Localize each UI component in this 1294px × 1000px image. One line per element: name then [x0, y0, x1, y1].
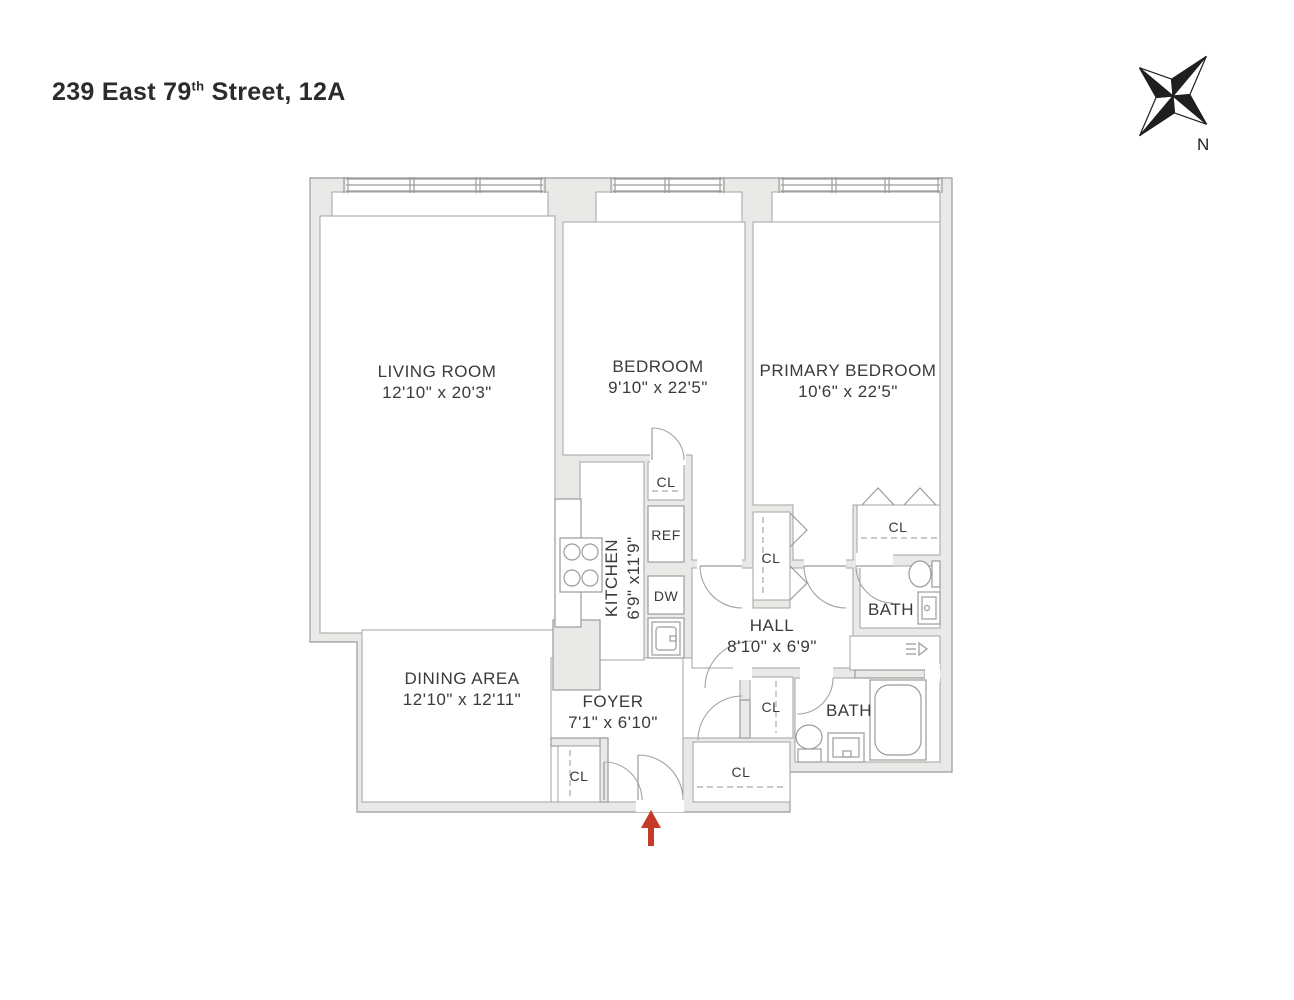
closet-entry-left [557, 745, 601, 803]
shower-head-icon [906, 641, 928, 657]
bedroom-closet-doorway [650, 449, 686, 465]
angled-doors-primary-closet [789, 512, 808, 601]
door-bath-lower [796, 677, 834, 715]
hall-dims: 8'10" x 6'9" [727, 637, 817, 656]
dining-area-floor [361, 629, 556, 803]
dining-area-dims: 12'10" x 12'11" [403, 690, 521, 709]
bath-upper-doorway [856, 553, 893, 568]
door-closet-entry-large [697, 695, 743, 741]
sink-upper-icon [917, 591, 941, 625]
dishwasher-label: DW [654, 588, 679, 604]
primary-hall-doorway [804, 556, 846, 570]
closet-primary-bifold-label: CL [889, 519, 908, 535]
living-room-floor [319, 215, 556, 634]
closet-entry-large-label: CL [732, 764, 751, 780]
living-window-bay [331, 191, 549, 217]
entry-arrow [641, 810, 661, 846]
stove-icon [559, 537, 603, 593]
hall-foyer-doorway [733, 664, 752, 680]
closet-small-hall-label: CL [762, 699, 781, 715]
primary-bedroom-dims: 10'6" x 22'5" [798, 382, 898, 401]
kitchen-sink-cell [647, 617, 685, 659]
door-primary-hall [803, 565, 847, 609]
kitchen-dims: 6'9" x11'9" [624, 536, 643, 619]
bedroom-label: BEDROOM [612, 357, 703, 376]
living-room-dims: 12'10" x 20'3" [382, 383, 492, 402]
compass-icon: N [1138, 55, 1209, 154]
address-main: 239 East 79 [52, 78, 192, 106]
door-closet-entry-left [603, 761, 643, 801]
living-windows [343, 177, 546, 193]
living-room-label: LIVING ROOM [378, 362, 497, 381]
foyer-label: FOYER [582, 692, 643, 711]
closet-small-hall [749, 676, 794, 739]
primary-bedroom-label: PRIMARY BEDROOM [760, 361, 937, 380]
address-ordinal: th [191, 78, 205, 94]
dishwasher-cell [647, 575, 685, 615]
bedroom-windows [610, 177, 725, 193]
bifold-doors-primary-closet [861, 487, 937, 506]
door-hall-foyer [704, 640, 753, 689]
door-bedroom-closet [651, 427, 685, 461]
entry-doorway [636, 796, 684, 812]
primary-window-bay [771, 191, 941, 223]
bath-lower-doorway [800, 666, 833, 679]
bath-lower-label: BATH [826, 701, 872, 720]
bedroom-floor [562, 221, 746, 561]
address-rest: Street, 12A [204, 78, 346, 106]
closet-entry-left-label: CL [570, 768, 589, 784]
closet-front-wall [739, 699, 751, 739]
bedroom-window-bay [595, 191, 743, 223]
bedroom-hall-doorway [697, 557, 742, 570]
closet-primary-left [752, 511, 791, 601]
hall-label: HALL [750, 616, 795, 635]
closet-entry-large [692, 741, 791, 803]
page-title: 239 East 79th Street, 12A [52, 78, 346, 107]
bath-upper-label: BATH [868, 600, 914, 619]
kitchen-sink-icon [651, 621, 681, 656]
closet-kitchen-label: CL [657, 474, 676, 490]
entry-door [637, 754, 684, 801]
closet-primary-left-label: CL [762, 550, 781, 566]
closet-kitchen-cell [647, 461, 685, 501]
bath-lower-partition [854, 669, 926, 679]
bath-arm-doorway [925, 664, 940, 682]
foyer-passage-floor [682, 657, 741, 739]
refrigerator-cell [647, 505, 685, 563]
primary-bedroom-floor [752, 221, 941, 561]
toilet-upper-icon [908, 560, 941, 588]
toilet-lower-icon [795, 724, 823, 763]
refrigerator-label: REF [651, 527, 681, 543]
kitchen-shaft-wall [552, 619, 601, 691]
dining-area-label: DINING AREA [404, 669, 519, 688]
sink-lower-icon [827, 732, 865, 763]
primary-windows [778, 177, 943, 193]
north-label: N [1197, 135, 1209, 154]
closet-primary-bifold [856, 504, 941, 556]
door-bath-upper [855, 565, 894, 604]
kitchen-label: KITCHEN [602, 539, 621, 617]
door-bedroom-hall [699, 565, 743, 609]
foyer-dims: 7'1" x 6'10" [568, 713, 658, 732]
bedroom-dims: 9'10" x 22'5" [608, 378, 708, 397]
bathtub-icon [869, 679, 927, 761]
